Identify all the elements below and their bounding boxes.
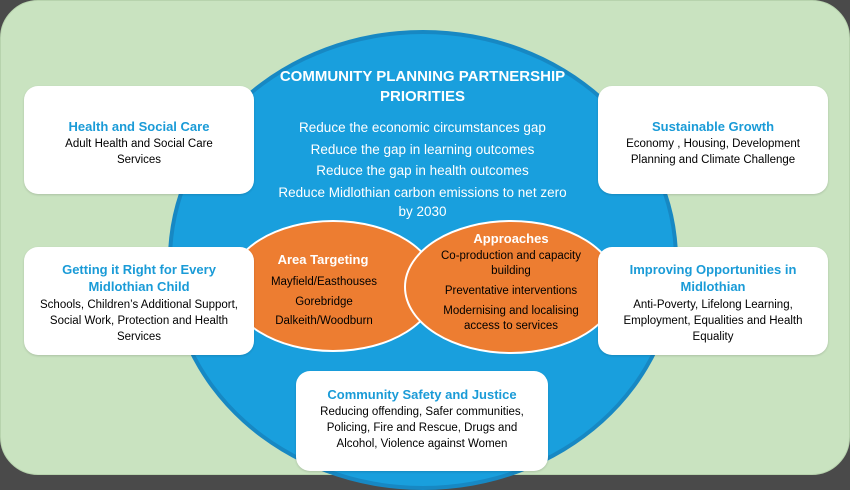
priority-learning: Reduce the gap in learning outcomes <box>310 142 535 157</box>
card-title: Community Safety and Justice <box>327 387 517 402</box>
card-getting-it-right: Getting it Right for Every Midlothian Ch… <box>24 247 254 355</box>
card-improving-opportunities: Improving Opportunities in Midlothian An… <box>598 247 828 355</box>
card-body: Adult Health and Social Care Services <box>65 138 213 166</box>
approach-item-coproduction: Co-production and capacity building <box>441 250 581 277</box>
approach-item-modernising: Modernising and localising access to ser… <box>443 305 579 332</box>
card-sustainable-growth: Sustainable Growth Economy , Housing, De… <box>598 86 828 194</box>
approach-item-preventative: Preventative interventions <box>444 285 578 297</box>
card-community-safety: Community Safety and Justice Reducing of… <box>296 371 548 471</box>
card-body: Economy , Housing, Development Planning … <box>626 138 800 166</box>
card-health-social-care: Health and Social Care Adult Health and … <box>24 86 254 194</box>
area-targeting-ellipse <box>228 220 438 352</box>
card-title: Improving Opportunities in Midlothian <box>629 262 797 294</box>
area-item-dalkeith: Dalkeith/Woodburn <box>275 315 373 327</box>
card-title: Getting it Right for Every Midlothian Ch… <box>62 262 216 294</box>
card-title: Health and Social Care <box>68 119 210 134</box>
priority-economic: Reduce the economic circumstances gap <box>299 120 546 135</box>
card-body: Anti-Poverty, Lifelong Learning, Employm… <box>623 299 803 343</box>
priority-carbon: Reduce Midlothian carbon emissions to ne… <box>278 185 567 219</box>
area-item-mayfield: Mayfield/Easthouses <box>270 276 378 288</box>
area-item-gorebridge: Gorebridge <box>295 296 353 308</box>
area-targeting-title: Area Targeting <box>277 252 369 267</box>
card-body: Reducing offending, Safer communities, P… <box>320 406 524 450</box>
diagram-title: COMMUNITY PLANNING PARTNERSHIP PRIORITIE… <box>279 68 566 105</box>
approaches-title: Approaches <box>473 231 549 246</box>
priority-health: Reduce the gap in health outcomes <box>316 163 529 178</box>
card-body: Schools, Children’s Additional Support, … <box>40 299 238 343</box>
card-title: Sustainable Growth <box>651 119 775 134</box>
